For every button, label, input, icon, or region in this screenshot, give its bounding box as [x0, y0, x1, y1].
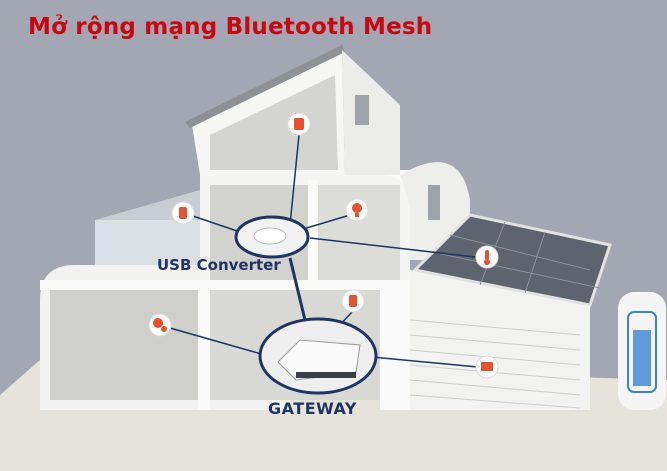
usb-converter-label: USB Converter — [157, 256, 281, 274]
device-glyphs — [153, 118, 493, 371]
usb-converter-device — [253, 227, 287, 245]
gateway-label: GATEWAY — [268, 399, 357, 418]
gateway-device — [277, 339, 361, 381]
page-title: Mở rộng mạng Bluetooth Mesh — [28, 14, 433, 40]
solar-panel — [411, 213, 612, 307]
garage — [409, 270, 590, 410]
home-battery — [618, 292, 666, 410]
